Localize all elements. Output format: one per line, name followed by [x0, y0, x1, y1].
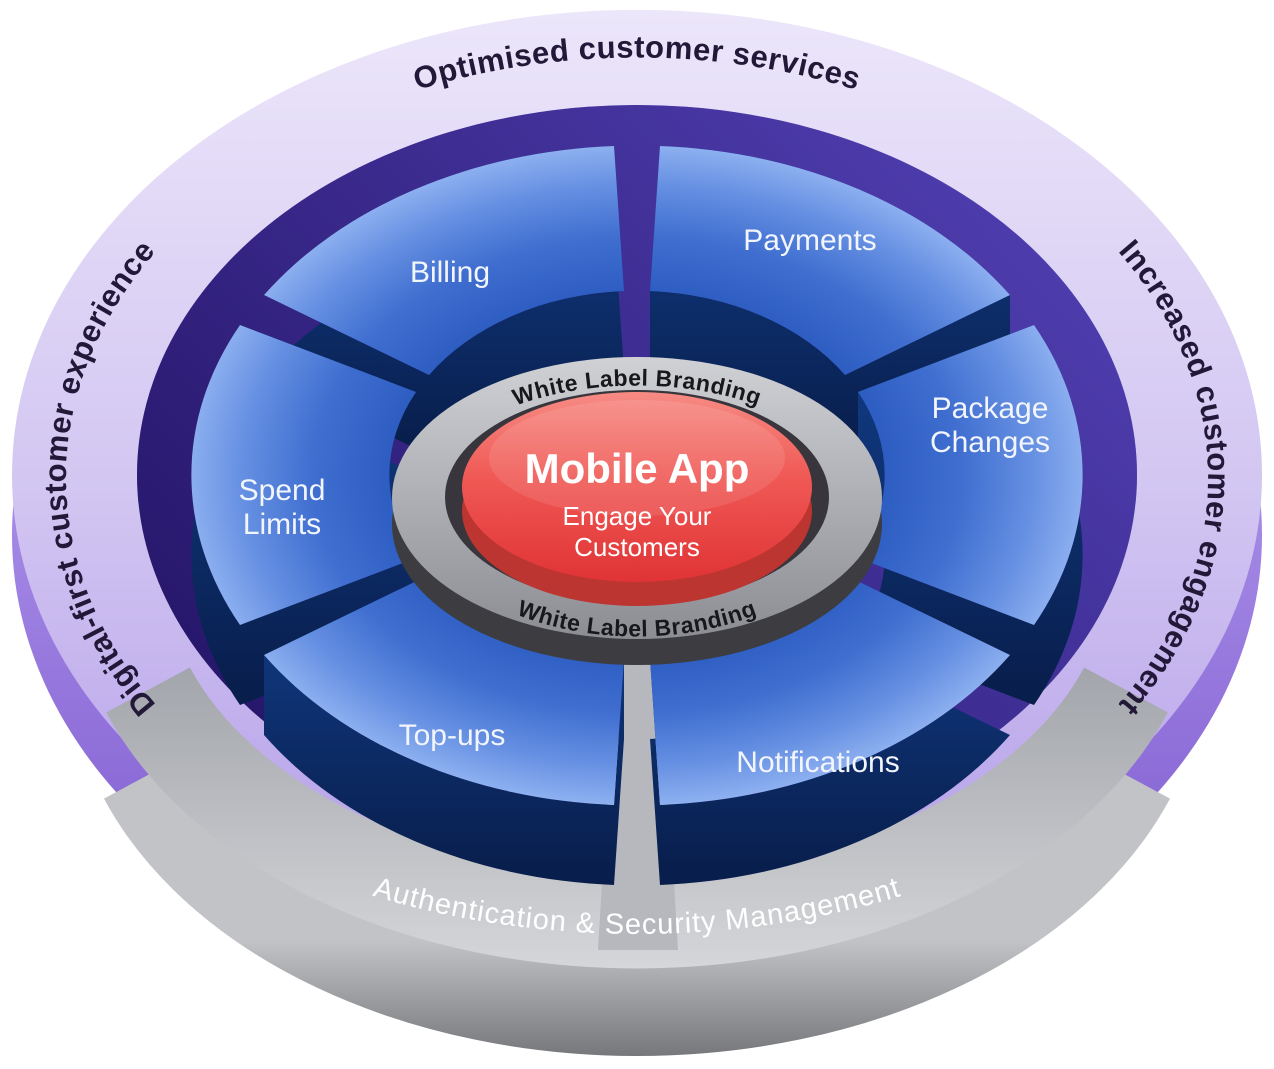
segment-package-changes-top — [858, 325, 1083, 625]
segment-top-ups-top — [264, 575, 624, 805]
segment-notifications-top — [650, 575, 1010, 805]
center-title: Mobile App — [525, 445, 750, 492]
center-disc-surface — [462, 392, 812, 582]
segments-ring — [191, 146, 1083, 885]
segment-notifications-label: Notifications — [736, 746, 899, 779]
segment-notifications — [650, 575, 1010, 885]
segment-spend-limits-top — [191, 325, 416, 625]
segment-package-changes-label-line2: Changes — [930, 426, 1050, 459]
segment-billing-label: Billing — [410, 256, 490, 289]
segment-top-ups — [264, 575, 624, 885]
base-band-front — [103, 751, 1171, 1056]
segment-billing-top — [264, 146, 624, 375]
center-disc-gloss — [489, 400, 785, 516]
center-disc — [462, 392, 812, 606]
segment-payments-top — [650, 146, 1010, 375]
segment-package-changes-label-line1: Package — [932, 392, 1049, 425]
segment-spend-limits-label-line1: Spend — [239, 474, 326, 507]
center-subtitle-line2: Customers — [574, 532, 700, 562]
center-subtitle-line1: Engage Your — [563, 501, 712, 531]
segment-top-ups-label: Top-ups — [399, 719, 506, 752]
segment-spend-limits-label-line2: Limits — [243, 508, 321, 541]
segment-payments-label: Payments — [743, 224, 876, 257]
